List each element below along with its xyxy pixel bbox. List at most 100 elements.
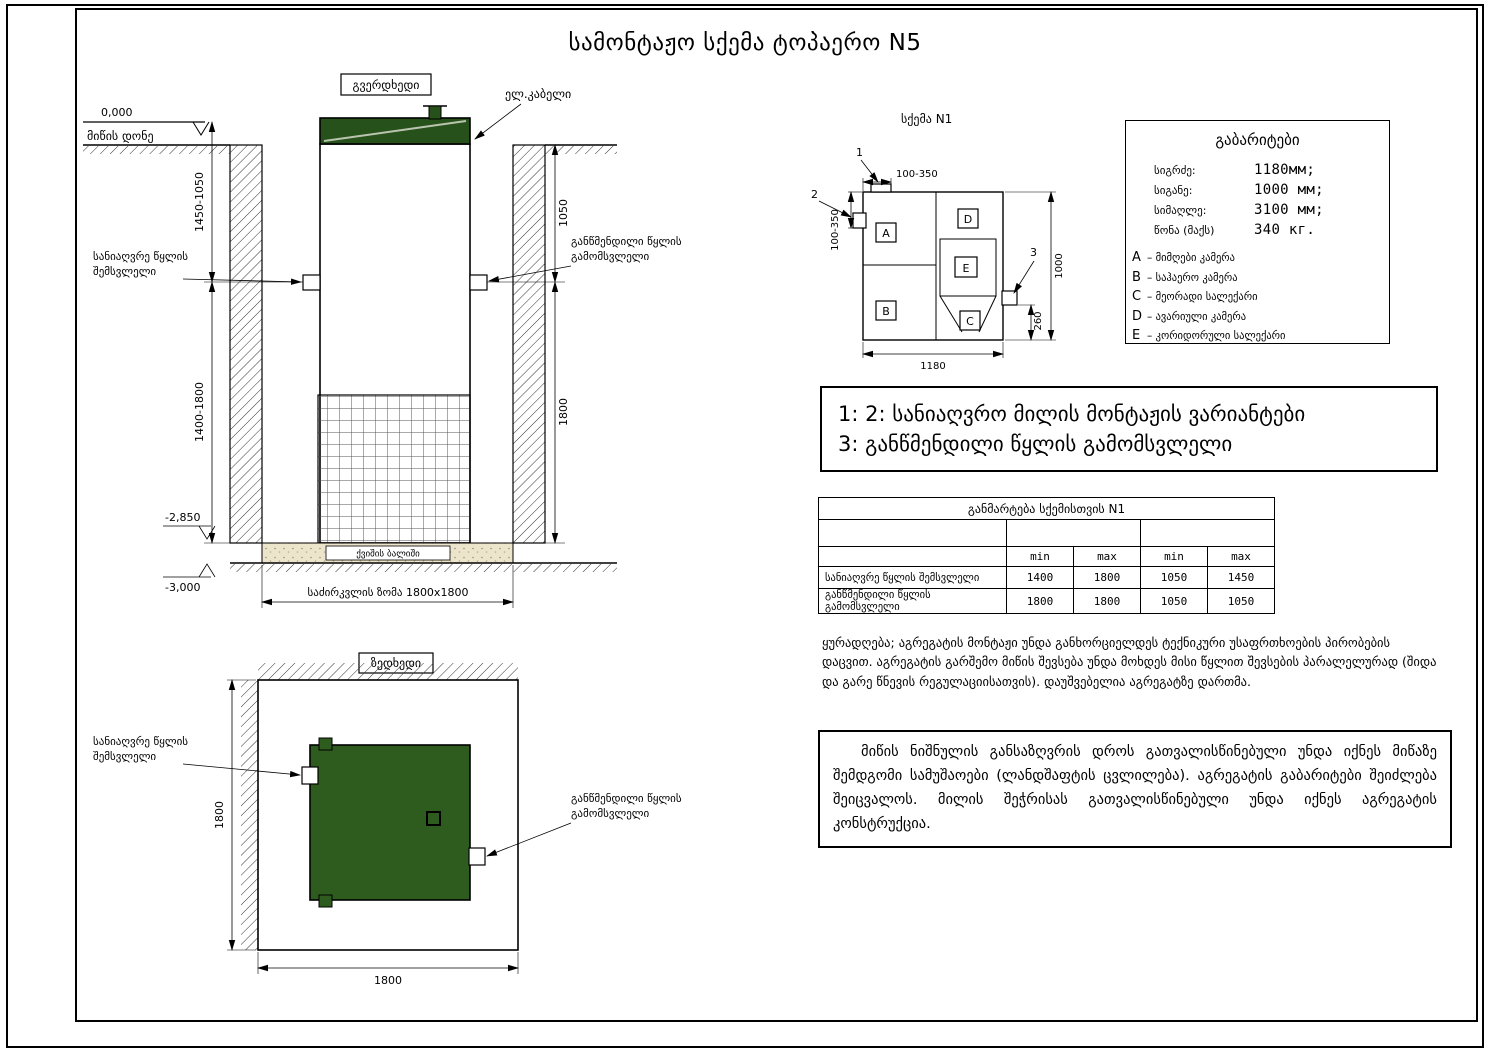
table-row: სანიაღვრე წყლის შემსვლელი 1400 1800 1050…: [818, 566, 1275, 589]
spec-label: სიგანე:: [1154, 184, 1193, 197]
spec-value: 1180мм;: [1254, 162, 1316, 178]
table-header-row: min max min max: [818, 546, 1275, 567]
compartment-d-label: D: [964, 213, 972, 226]
spec-value: 3100 мм;: [1254, 202, 1324, 218]
table-cell: [818, 519, 1007, 547]
ground-mark-note: მიწის ნიშნულის განსაზღვრის დროს გათვალის…: [818, 730, 1452, 848]
table-cell: [818, 546, 1007, 567]
row-label: სანიაღვრე წყლის შემსვლელი: [818, 566, 1007, 589]
outlet-label-line1: განწმენდილი წყლის: [571, 235, 682, 248]
outlet-pipe: [469, 274, 488, 291]
col-header: min: [1006, 546, 1074, 567]
legend-item-e: E– კორიდორული სალექარი: [1132, 327, 1389, 345]
scheme-caption: სქემა N1: [901, 112, 952, 126]
spec-row-width: სიგანე: 1000 мм;: [1126, 182, 1389, 198]
sand-cushion: ქვიშის ბალიში: [230, 542, 617, 572]
legend-text: – საჰაერო კამერა: [1147, 271, 1238, 284]
sand-label-box: [325, 545, 451, 561]
pit-wall-right: [512, 144, 546, 544]
table-value: 1050: [1140, 588, 1208, 614]
dim-right-bottom: 1800: [557, 398, 570, 426]
compartment-labels: A B C D E: [875, 208, 981, 331]
sheet-inner-frame: [75, 8, 1478, 1022]
legend-key: D: [1132, 308, 1143, 324]
excavation-pit: [229, 144, 546, 544]
legend-item-b: B– საჰაერო კამერა: [1132, 269, 1389, 287]
ground-level-label: მიწის დონე: [87, 129, 154, 143]
outlet-label-line1: განწმენდილი წყლის: [571, 792, 682, 805]
elevation-3000: -3,000: [165, 581, 200, 594]
dim-pit-width: 1800: [374, 974, 402, 987]
table-row: განწმენდილი წყლის გამომსვლელი 1800 1800 …: [818, 588, 1275, 614]
table-group-row: [818, 519, 1275, 547]
table-cell: [1006, 519, 1141, 547]
legend-text: – ავარიული კამერა: [1147, 310, 1247, 323]
tank-square: [309, 744, 471, 901]
compartment-legend: A– მიმღები კამერა B– საჰაერო კამერა C– მ…: [1126, 249, 1389, 345]
table-value: 1400: [1006, 566, 1074, 589]
pit-wall-left: [229, 144, 263, 544]
legend-item-a: A– მიმღები კამერა: [1132, 249, 1389, 267]
dim-depth-top: 1450-1050: [193, 172, 206, 232]
inlet-label-line1: სანიაღვრე წყლის: [93, 250, 188, 263]
table-value: 1800: [1006, 588, 1074, 614]
legend-item-c: C– მეორადი სალექარი: [1132, 288, 1389, 306]
compartment-e-label: E: [963, 262, 970, 275]
table-value: 1450: [1207, 566, 1275, 589]
inlet-label-line2: შემსვლელი: [93, 750, 156, 763]
outlet-position: [1001, 290, 1018, 306]
legend-text: – მეორადი სალექარი: [1147, 291, 1258, 304]
variants-line-2: 3: განწმენდილი წყლის გამომსვლელი: [838, 432, 1233, 457]
inlet-fitting: [301, 766, 319, 785]
page-title: სამონტაჟო სქემა ტოპაერო N5: [568, 30, 922, 56]
inlet-position-top: [870, 183, 892, 193]
cable-callout: ელ.კაბელი: [474, 87, 571, 140]
scheme-n1-drawing: სქემა N1 A B C D E: [811, 112, 1065, 372]
explanation-table: განმარტება სქემისთვის N1 min max min max…: [818, 497, 1275, 614]
scheme-leaders: 1 2 3: [811, 146, 1037, 294]
dim-outlet-height: 260: [1033, 311, 1044, 330]
inlet-callout: სანიაღვრე წყლის შემსვლელი: [93, 735, 301, 778]
variants-line-1: 1: 2: სანიაღვრო მილის მონტაჟის ვარიანტებ…: [838, 402, 1306, 426]
table-value: 1800: [1073, 588, 1141, 614]
compartment-b-box: [875, 300, 897, 321]
legend-text: – კორიდორული სალექარი: [1147, 330, 1286, 343]
dim-right-top: 1050: [557, 199, 570, 227]
specs-box: გაბარიტები სიგრძე: 1180мм; სიგანე: 1000 …: [1125, 120, 1390, 344]
left-dimension-chain: 1450-1050 1400-1800: [193, 121, 235, 544]
spec-label: სიმაღლე:: [1154, 204, 1207, 217]
inlet-label-line2: შემსვლელი: [93, 265, 156, 278]
outlet-label-line2: გამომსვლელი: [571, 807, 650, 820]
row-label: განწმენდილი წყლის გამომსვლელი: [818, 588, 1007, 614]
caption-box: [340, 73, 432, 96]
side-view-drawing: გვერდხედი 0,000 მიწის დონე: [83, 73, 682, 608]
spec-row-length: სიგრძე: 1180мм;: [1126, 162, 1389, 178]
outlet-callout: განწმენდილი წყლის გამომსვლელი: [486, 792, 682, 857]
spec-value: 1000 мм;: [1254, 182, 1324, 198]
leader-1-label: 1: [856, 146, 863, 159]
leader-3-label: 3: [1030, 246, 1037, 259]
outlet-callout: განწმენდილი წყლის გამომსვლელი: [488, 235, 682, 283]
tank-hatch-opening: [426, 811, 441, 826]
col-header: min: [1140, 546, 1208, 567]
dim-pit-height: 1800: [213, 801, 226, 829]
spec-label: წონა (მაქს): [1154, 224, 1215, 237]
spec-value: 340 кг.: [1254, 222, 1316, 238]
legend-key: A: [1132, 250, 1141, 265]
septic-tank-section: [204, 105, 565, 544]
compartment-c-label: C: [966, 315, 974, 328]
spec-label: სიგრძე:: [1154, 164, 1196, 177]
legend-item-d: D – ავარიული კამერა: [1132, 308, 1389, 326]
bottom-dimension: 1800: [257, 952, 519, 987]
sand-label: ქვიშის ბალიში: [356, 549, 420, 560]
col-header: max: [1073, 546, 1141, 567]
top-view-drawing: ზედხედი სანიაღვრე წყლის შემსვლელი განწმე…: [93, 652, 682, 987]
tank-grid-section: [317, 394, 471, 544]
attention-note: ყურადღება; აგრეგატის მონტაჟი უნდა განხორ…: [822, 635, 1437, 689]
outlet-fitting: [468, 847, 486, 866]
tank-top: [301, 737, 486, 908]
dim-inlet-top: 100-350: [896, 169, 938, 180]
col-header: max: [1207, 546, 1275, 567]
zero-level-label: 0,000: [101, 106, 133, 119]
